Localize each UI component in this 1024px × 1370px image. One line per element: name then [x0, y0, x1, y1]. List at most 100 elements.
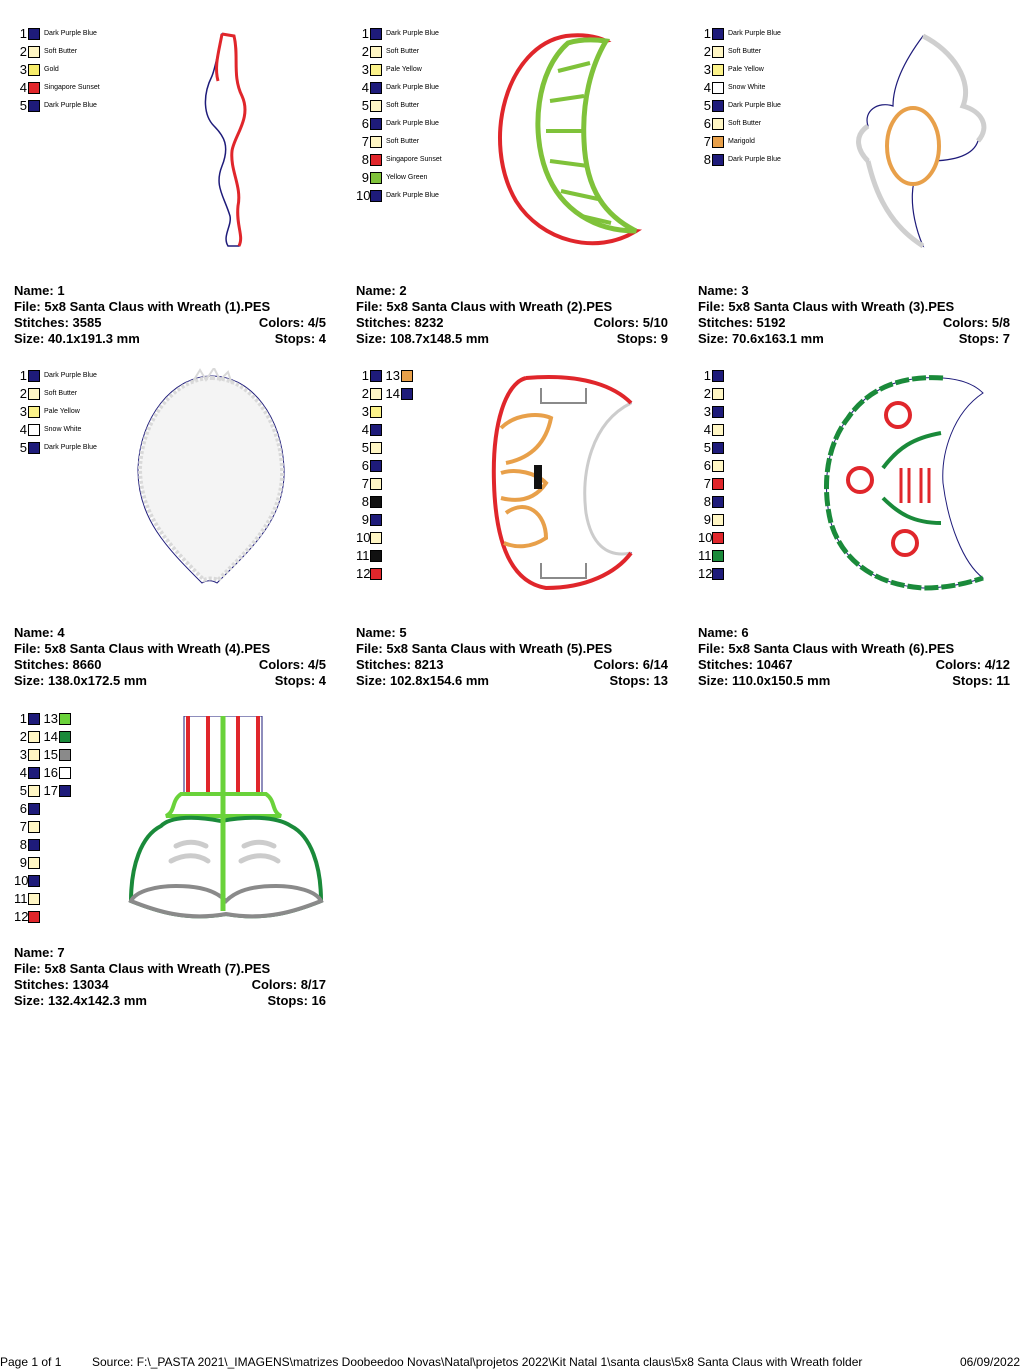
swatch-row: 4 [698, 422, 724, 437]
swatch-color-name: Pale Yellow [728, 66, 764, 73]
swatch-number: 17 [43, 783, 58, 798]
swatch-number: 7 [361, 134, 369, 149]
design-file: File: 5x8 Santa Claus with Wreath (5).PE… [356, 641, 613, 656]
swatch-row: 10 [356, 530, 382, 545]
swatch-color-box [28, 405, 40, 418]
design-stitches: Stitches: 5192 [698, 315, 786, 330]
swatch-color-box [401, 369, 413, 382]
swatch-number: 8 [703, 152, 711, 167]
swatch-row: 8 [14, 837, 40, 852]
swatch-number: 14 [43, 729, 58, 744]
swatch-number: 10 [698, 530, 713, 545]
swatch-row: 10 [14, 873, 40, 888]
scarf-icon [204, 32, 247, 247]
swatch-color-box [28, 45, 40, 58]
design-name: Name: 7 [14, 945, 65, 960]
design-stitches: Stitches: 8213 [356, 657, 444, 672]
swatch-number: 7 [19, 819, 27, 834]
swatch-number: 11 [14, 891, 28, 906]
swatch-row-secondary: 13 [42, 711, 71, 726]
swatch-number: 3 [19, 747, 27, 762]
swatch-color-box [59, 748, 71, 761]
swatch-number: 15 [43, 747, 58, 762]
swatch-row: 4 [356, 422, 382, 437]
swatch-number: 2 [703, 386, 711, 401]
swatch-color-name: Dark Purple Blue [386, 84, 439, 91]
swatch-row-secondary: 14 [42, 729, 71, 744]
swatch-number: 5 [19, 783, 27, 798]
swatch-number: 2 [703, 44, 711, 59]
swatch-row: 9 [356, 512, 382, 527]
swatch-color-box [370, 495, 382, 508]
swatch-color-box [28, 369, 40, 382]
swatch-number: 2 [361, 386, 369, 401]
swatch-color-name: Gold [44, 66, 59, 73]
swatch-row: 2 [698, 386, 724, 401]
swatch-color-box [370, 117, 382, 130]
swatch-row: 7 [356, 476, 382, 491]
swatch-color-box [370, 135, 382, 148]
swatch-color-name: Dark Purple Blue [44, 372, 97, 379]
swatch-number: 5 [361, 440, 369, 455]
swatch-number: 3 [361, 404, 369, 419]
design-stops: Stops: 16 [267, 993, 326, 1008]
swatch-number: 10 [14, 873, 29, 888]
swatch-number: 4 [361, 80, 369, 95]
swatch-row-secondary: 17 [42, 783, 71, 798]
swatch-color-box [28, 820, 40, 833]
swatch-color-box [28, 712, 40, 725]
swatch-number: 2 [361, 44, 369, 59]
swatch-number: 5 [19, 98, 27, 113]
swatch-color-box [712, 549, 724, 562]
swatch-color-box [712, 495, 724, 508]
swatch-color-box [370, 45, 382, 58]
swatch-color-box [28, 387, 40, 400]
design-name: Name: 4 [14, 625, 65, 640]
swatch-color-box [712, 531, 724, 544]
design-info: Name: 3 File: 5x8 Santa Claus with Wreat… [698, 283, 1010, 347]
swatch-color-name: Pale Yellow [44, 408, 80, 415]
swatch-row: 6 [698, 458, 724, 473]
swatch-color-box [370, 189, 382, 202]
swatch-color-box [59, 784, 71, 797]
swatch-color-box [370, 531, 382, 544]
swatch-number: 3 [361, 62, 369, 77]
swatch-number: 1 [703, 26, 711, 41]
design-info: Name: 4 File: 5x8 Santa Claus with Wreat… [14, 625, 326, 689]
swatch-number: 9 [361, 512, 369, 527]
swatch-color-box [28, 748, 40, 761]
swatch-number: 14 [385, 386, 400, 401]
swatch-color-box [712, 99, 724, 112]
swatch-color-box [712, 513, 724, 526]
swatch-color-name: Singapore Sunset [386, 156, 442, 163]
swatch-color-box [401, 387, 413, 400]
design-info: Name: 5 File: 5x8 Santa Claus with Wreat… [356, 625, 668, 689]
swatch-color-box [712, 387, 724, 400]
swatch-number: 8 [19, 837, 27, 852]
swatch-row: 8 [356, 494, 382, 509]
swatch-color-box [28, 730, 40, 743]
swatch-color-box [370, 153, 382, 166]
swatch-color-name: Soft Butter [728, 48, 762, 55]
swatch-color-box [712, 405, 724, 418]
swatch-color-box [370, 81, 382, 94]
swatch-color-box [712, 567, 724, 580]
swatch-color-box [28, 838, 40, 851]
swatch-number: 7 [361, 476, 369, 491]
swatch-number: 3 [703, 404, 711, 419]
swatch-color-name: Dark Purple Blue [386, 30, 439, 37]
swatch-color-box [370, 63, 382, 76]
